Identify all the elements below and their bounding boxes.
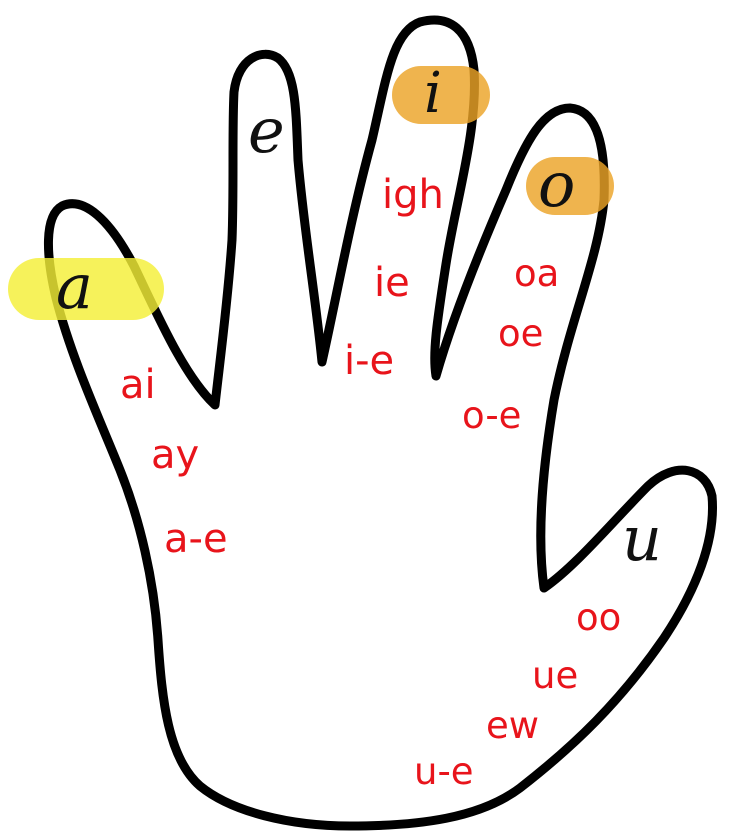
spelling-i-e: i-e <box>344 338 394 384</box>
vowel-o: o <box>538 148 575 221</box>
spelling-oe: oe <box>498 312 543 355</box>
spelling-oo: oo <box>576 596 621 639</box>
spelling-ie: ie <box>374 260 410 306</box>
hand-outline <box>48 20 712 826</box>
spelling-ew: ew <box>486 704 539 747</box>
spelling-igh: igh <box>382 172 444 218</box>
spelling-o-e: o-e <box>462 394 521 437</box>
vowel-e: e <box>248 94 285 167</box>
spelling-u-e: u-e <box>414 750 474 793</box>
vowel-i: i <box>424 61 442 126</box>
spelling-a-e: a-e <box>164 516 228 562</box>
spelling-ay: ay <box>151 432 199 478</box>
vowel-a: a <box>56 250 93 323</box>
spelling-ue: ue <box>532 654 578 697</box>
spelling-oa: oa <box>514 252 559 295</box>
spelling-ai: ai <box>120 362 156 408</box>
vowel-u: u <box>622 502 662 575</box>
